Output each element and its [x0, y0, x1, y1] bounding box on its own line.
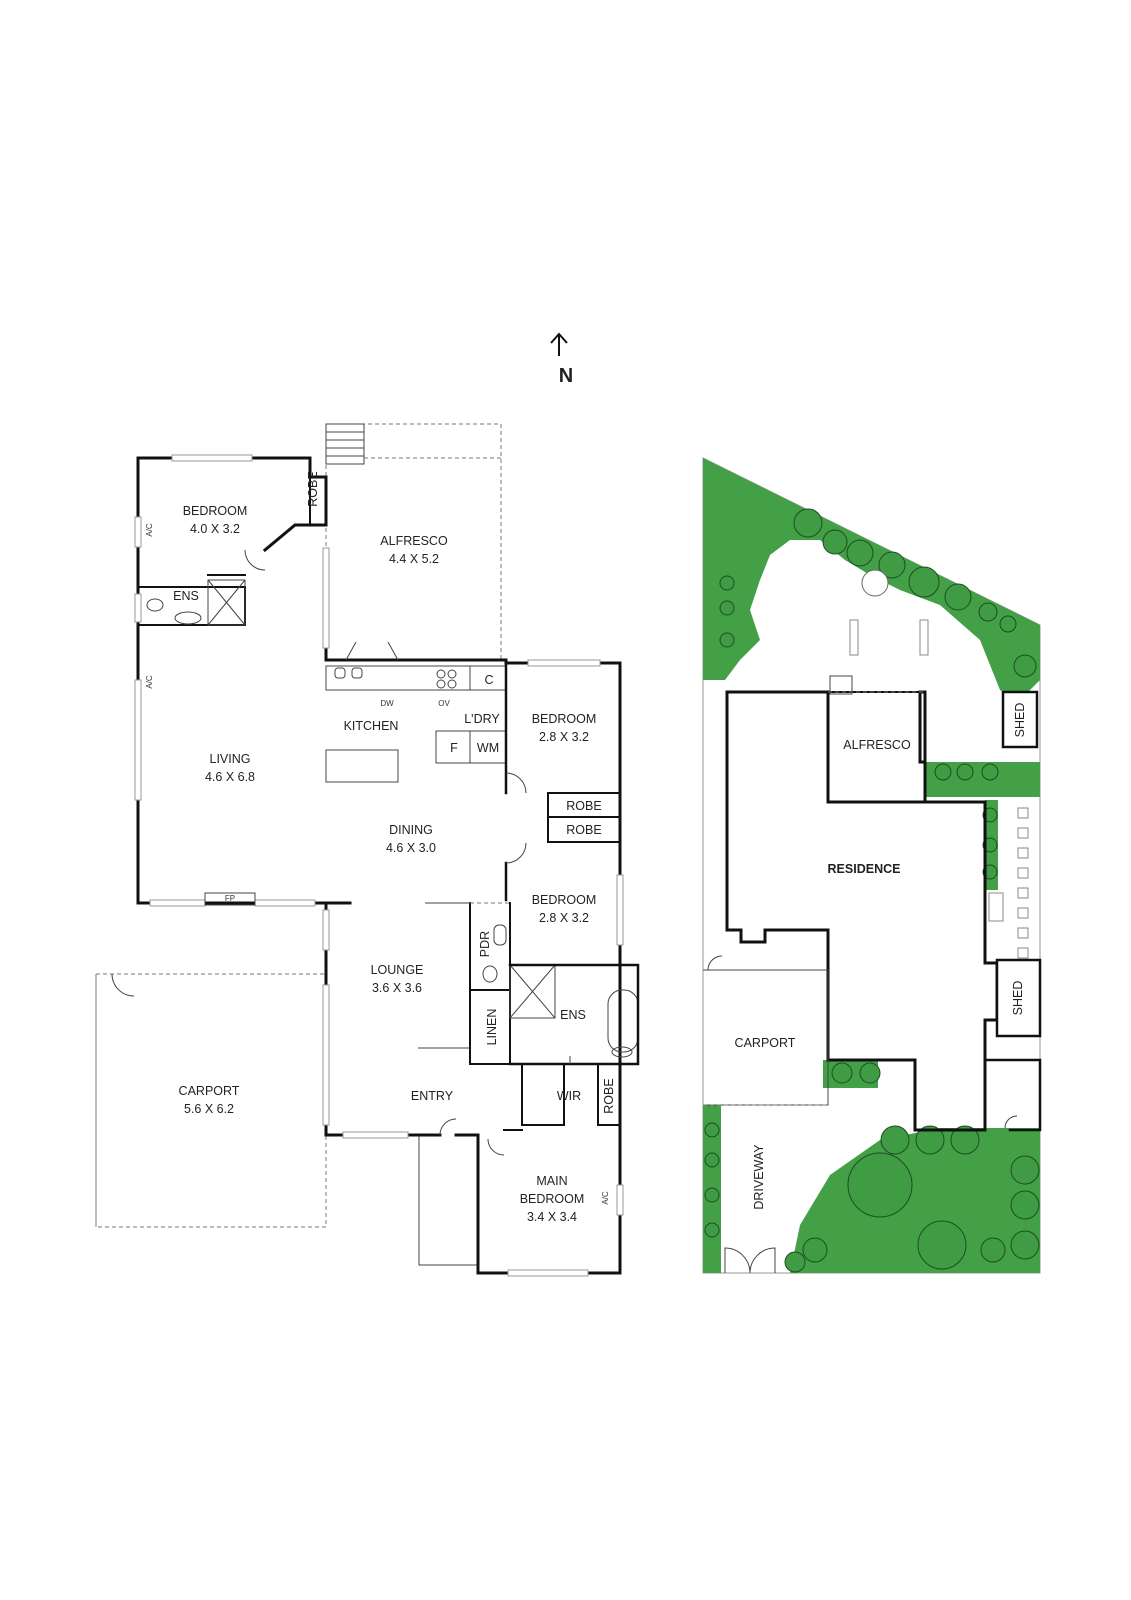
fireplace-label: FP [225, 894, 235, 903]
room-name-linen: LINEN [485, 1009, 499, 1046]
north-arrow-icon [550, 332, 568, 356]
room-name-bedroom-ne: BEDROOM [532, 712, 597, 726]
ac-label-2: A/C [145, 675, 154, 689]
site-label-alfresco: ALFRESCO [843, 738, 911, 752]
room-name-dining: DINING [389, 823, 433, 837]
room-size-bedroom-e: 2.8 X 3.2 [539, 911, 589, 925]
room-name-bedroom-nw: BEDROOM [183, 504, 248, 518]
ac-label-1: A/C [145, 523, 154, 537]
fixture-fridge: F [450, 741, 458, 755]
fixture-wm: WM [477, 741, 499, 755]
fixture-dw: DW [380, 699, 394, 708]
ac-label-3: A/C [601, 1191, 610, 1205]
room-name-ens-e: ENS [560, 1008, 586, 1022]
site-label-driveway: DRIVEWAY [752, 1144, 766, 1210]
fixture-ov: OV [438, 699, 450, 708]
room-name-living: LIVING [210, 752, 251, 766]
room-size-main-bedroom: 3.4 X 3.4 [527, 1210, 577, 1224]
room-size-bedroom-ne: 2.8 X 3.2 [539, 730, 589, 744]
room-name-robe-nw: ROBE [306, 471, 320, 506]
site-label-residence: RESIDENCE [828, 862, 901, 876]
room-size-carport: 5.6 X 6.2 [184, 1102, 234, 1116]
room-name-main-bedroom-2: BEDROOM [520, 1192, 585, 1206]
room-name-carport: CARPORT [179, 1084, 240, 1098]
room-size-alfresco: 4.4 X 5.2 [389, 552, 439, 566]
room-name-lounge: LOUNGE [371, 963, 424, 977]
site-label-shed-south: SHED [1011, 981, 1025, 1016]
room-name-wir: WIR [557, 1089, 581, 1103]
room-name-cupboard: C [484, 673, 493, 687]
site-plan [702, 457, 1042, 1274]
room-name-main-bedroom-1: MAIN [536, 1174, 567, 1188]
room-name-alfresco: ALFRESCO [380, 534, 448, 548]
site-label-carport: CARPORT [735, 1036, 796, 1050]
room-size-bedroom-nw: 4.0 X 3.2 [190, 522, 240, 536]
room-name-laundry: L'DRY [464, 712, 500, 726]
floor-plan: FP [95, 423, 640, 1277]
room-size-dining: 4.6 X 3.0 [386, 841, 436, 855]
room-name-entry: ENTRY [411, 1089, 454, 1103]
room-name-pdr: PDR [478, 931, 492, 957]
room-size-lounge: 3.6 X 3.6 [372, 981, 422, 995]
alfresco-stairs [325, 423, 365, 465]
room-name-robe-1: ROBE [566, 799, 601, 813]
trees [704, 508, 1040, 1273]
room-name-bedroom-e: BEDROOM [532, 893, 597, 907]
room-name-robe-main: ROBE [602, 1078, 616, 1113]
room-name-ens-nw: ENS [173, 589, 199, 603]
north-label: N [559, 365, 573, 387]
room-name-kitchen: KITCHEN [344, 719, 399, 733]
room-name-robe-2: ROBE [566, 823, 601, 837]
room-size-living: 4.6 X 6.8 [205, 770, 255, 784]
site-label-shed-north: SHED [1013, 703, 1027, 738]
